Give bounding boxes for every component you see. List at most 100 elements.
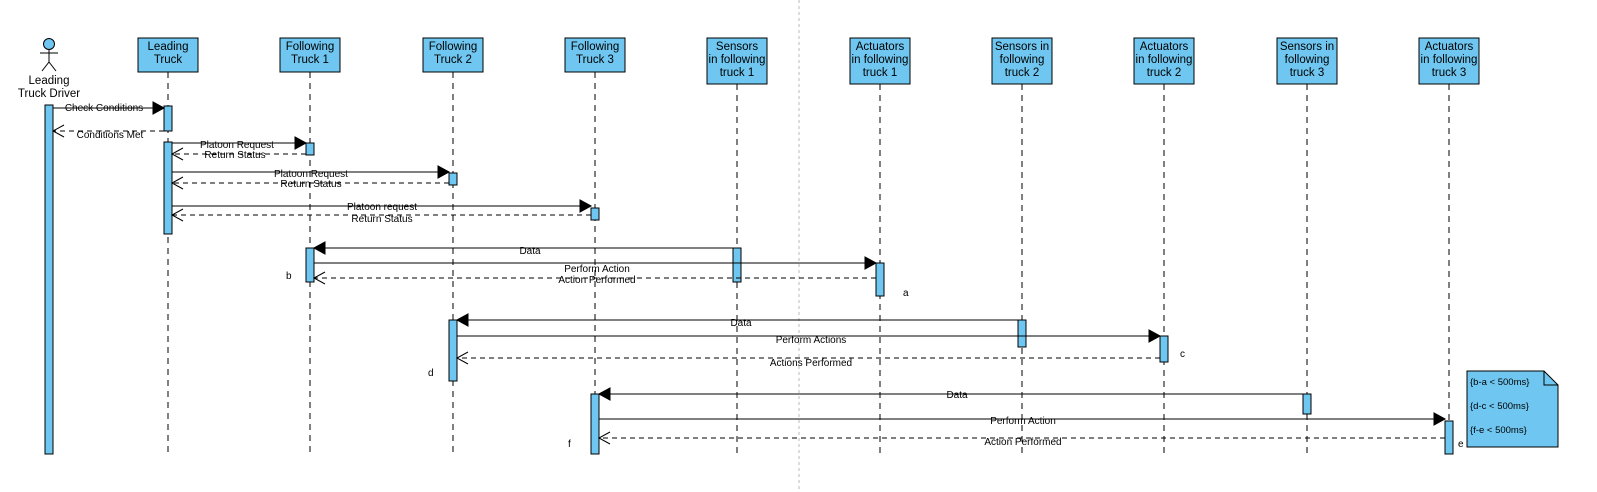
message-data-1[interactable]: Data: [312, 241, 733, 257]
message-platoon-request-1[interactable]: Platoon Request: [172, 136, 308, 151]
marker-a: a: [903, 288, 909, 299]
message-action-performed-1[interactable]: Action Performed: [312, 271, 876, 286]
lifeline-label-line2: in following: [709, 54, 766, 66]
message-data-3[interactable]: Data: [597, 387, 1303, 401]
message-label: Platoon Request: [274, 169, 348, 180]
message-data-2[interactable]: Data: [455, 313, 1018, 329]
message-label: Perform Action: [990, 416, 1056, 427]
lifeline-label-line3: truck 1: [720, 67, 755, 79]
lifeline-label-line2: in following: [852, 54, 909, 66]
lifeline-label-line1: Leading: [148, 41, 189, 53]
lifeline-actuators-truck-2[interactable]: Actuators in following truck 2: [1133, 37, 1195, 454]
lifeline-header: [991, 37, 1053, 85]
message-label: Data: [519, 246, 541, 257]
message-label: Platoon request: [347, 202, 417, 213]
open-arrow-head-icon: [170, 208, 184, 222]
message-label: Return Status: [280, 179, 341, 190]
activation-a1-action: [875, 262, 885, 297]
lifeline-label-line3: truck 2: [1005, 67, 1040, 79]
lifeline-label-line2: Truck 3: [576, 54, 614, 66]
arrow-head-icon: [597, 387, 611, 401]
lifeline-label-line1: Sensors: [716, 41, 758, 53]
message-return-status-1[interactable]: Return Status: [170, 147, 306, 161]
message-return-status-2[interactable]: Return Status: [170, 176, 449, 190]
activation-leading-check: [163, 105, 173, 132]
activation-a3-action: [1444, 420, 1454, 455]
lifeline-header: [706, 37, 768, 85]
lifeline-actuators-truck-1[interactable]: Actuators in following truck 1: [849, 37, 911, 454]
arrow-head-icon: [1148, 329, 1162, 343]
lifeline-label-line3: truck 2: [1147, 67, 1182, 79]
lifeline-label-line2: following: [1000, 54, 1045, 66]
lifeline-sensors-truck-1[interactable]: Sensors in following truck 1: [706, 37, 768, 454]
actor-activation: [44, 104, 54, 455]
note-shape: [1466, 370, 1559, 448]
message-label: Action Performed: [558, 275, 635, 286]
message-label: Conditions Met: [77, 130, 144, 141]
message-perform-action-3[interactable]: Perform Action: [599, 412, 1447, 427]
lifeline-sensors-truck-3[interactable]: Sensors in following truck 3: [1276, 37, 1338, 454]
message-platoon-request-3[interactable]: Platoon request: [172, 199, 593, 213]
actor-leading-truck-driver[interactable]: Leading Truck Driver: [18, 38, 80, 101]
note-constraint-3: {f-e < 500ms}: [1470, 425, 1527, 436]
arrow-head-icon: [579, 199, 593, 213]
lifeline-header: [422, 37, 484, 73]
lifeline-leading-truck[interactable]: Leading Truck: [137, 37, 199, 454]
actor-head: [43, 38, 55, 50]
lifeline-label-line1: Actuators: [1140, 41, 1189, 53]
lifeline-header: [1133, 37, 1195, 85]
lifeline-actuators-truck-3[interactable]: Actuators in following truck 3: [1418, 37, 1480, 454]
message-return-status-3[interactable]: Return Status: [170, 208, 591, 225]
marker-d: d: [428, 368, 434, 379]
activation-s3-data: [1302, 393, 1312, 415]
lifeline-header: [1418, 37, 1480, 85]
lifeline-sensors-truck-2[interactable]: Sensors in following truck 2: [991, 37, 1053, 454]
arrow-head-icon: [294, 136, 308, 150]
activation-f2-request: [448, 172, 458, 186]
message-label: Return Status: [204, 150, 265, 161]
actor-name-line2: Truck Driver: [18, 88, 80, 100]
note-constraint-1: {b-a < 500ms}: [1470, 377, 1529, 388]
open-arrow-head-icon: [170, 147, 184, 161]
activation-f3-request: [590, 207, 600, 221]
message-conditions-met[interactable]: Conditions Met: [51, 124, 164, 141]
actor-name-line1: Leading: [29, 75, 70, 87]
note-fold-icon: [1543, 371, 1558, 386]
lifeline-following-truck-1[interactable]: Following Truck 1: [279, 37, 341, 454]
message-action-performed-3[interactable]: Action Performed: [597, 431, 1445, 448]
marker-f: f: [568, 439, 571, 450]
arrow-head-icon: [1433, 412, 1447, 426]
open-arrow-head-icon: [597, 431, 611, 445]
lifeline-label-line1: Following: [429, 41, 478, 53]
message-actions-performed-2[interactable]: Actions Performed: [455, 351, 1160, 369]
open-arrow-head-icon: [51, 124, 65, 138]
arrow-head-icon: [455, 313, 469, 327]
lifeline-following-truck-2[interactable]: Following Truck 2: [422, 37, 484, 454]
arrow-head-icon: [312, 241, 326, 255]
marker-b: b: [286, 271, 292, 282]
message-platoon-request-2[interactable]: Platoon Request: [172, 165, 451, 180]
lifeline-label-line2: following: [1285, 54, 1330, 66]
activation-leading-requests: [163, 141, 173, 235]
message-perform-action-1[interactable]: Perform Action: [314, 256, 878, 275]
activation-f2-data: [448, 319, 458, 382]
lifeline-label-line2: in following: [1421, 54, 1478, 66]
message-label: Perform Action: [564, 264, 630, 275]
lifeline-label-line2: Truck: [154, 54, 183, 66]
message-perform-actions-2[interactable]: Perform Actions: [457, 329, 1162, 346]
lifeline-header: [279, 37, 341, 73]
message-label: Return Status: [351, 214, 412, 225]
marker-c: c: [1180, 349, 1185, 360]
timing-constraint-note[interactable]: {b-a < 500ms} {d-c < 500ms} {f-e < 500ms…: [1466, 370, 1559, 448]
lifeline-label-line1: Following: [571, 41, 620, 53]
activation-s1-data: [732, 247, 742, 283]
activation-f3-data: [590, 393, 600, 455]
message-label: Check Conditions: [65, 103, 143, 114]
lifeline-following-truck-3[interactable]: Following Truck 3: [564, 37, 626, 454]
marker-e: e: [1458, 439, 1464, 450]
lifeline-header: [137, 37, 199, 73]
lifeline-label-line1: Actuators: [1425, 41, 1474, 53]
message-label: Platoon Request: [200, 140, 274, 151]
message-check-conditions[interactable]: Check Conditions: [53, 101, 166, 115]
